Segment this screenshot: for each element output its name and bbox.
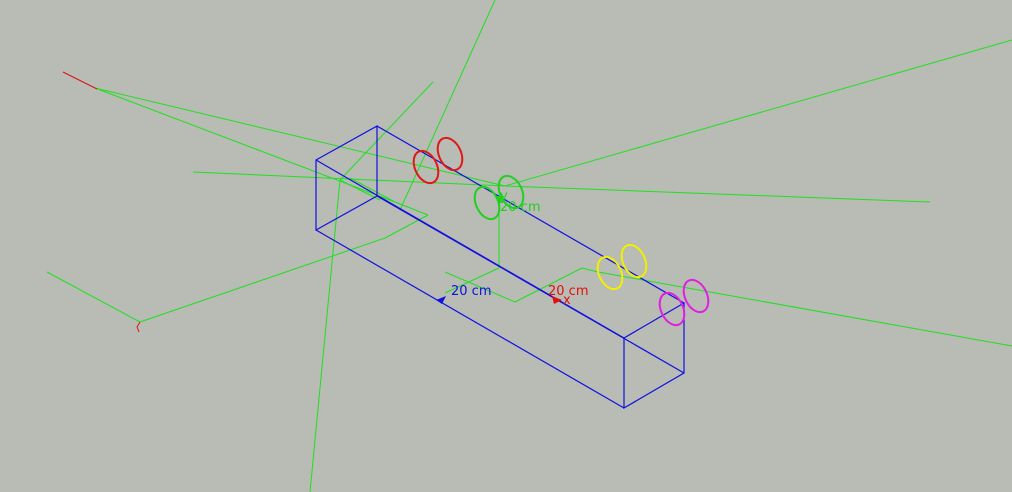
red-track bbox=[62, 71, 141, 333]
track-line bbox=[444, 267, 500, 294]
track-line bbox=[394, 201, 429, 216]
box-edge bbox=[376, 195, 685, 374]
ring-magenta-2 bbox=[682, 278, 710, 314]
track-line bbox=[384, 214, 429, 239]
scale-y-label: 20 cm bbox=[500, 200, 541, 215]
box-back-face bbox=[623, 301, 685, 410]
track-line bbox=[504, 185, 931, 203]
axis-y-arrow-icon bbox=[496, 196, 504, 204]
ring-green-1 bbox=[473, 185, 501, 221]
particle-tracks bbox=[46, 0, 1012, 492]
ring-red-1 bbox=[412, 149, 440, 185]
detector-box bbox=[315, 124, 685, 410]
ring-magenta-1 bbox=[658, 291, 686, 327]
track-hook bbox=[136, 321, 141, 333]
track-line bbox=[139, 237, 386, 323]
track-line bbox=[339, 179, 381, 201]
track-line bbox=[514, 267, 583, 303]
track-line bbox=[597, 271, 1012, 347]
axis-y-label: y bbox=[500, 189, 508, 204]
track-line bbox=[94, 87, 506, 187]
scale-z-label: 20 cm bbox=[451, 284, 492, 299]
track-line bbox=[581, 267, 599, 273]
detector-rings bbox=[412, 136, 710, 327]
box-edge bbox=[315, 229, 625, 409]
track-line bbox=[62, 71, 98, 90]
track-line bbox=[504, 39, 1012, 187]
track-line bbox=[399, 0, 496, 211]
track-line bbox=[309, 179, 341, 492]
axis-z-arrow-icon bbox=[436, 296, 446, 304]
ring-yellow-1 bbox=[596, 255, 624, 291]
axis-x-arrow-icon bbox=[552, 296, 562, 304]
track-line bbox=[349, 177, 396, 203]
scale-x-label: 20 cm bbox=[548, 284, 589, 299]
track-line bbox=[444, 271, 516, 303]
axes-indicator bbox=[436, 196, 562, 304]
axis-x-label: x bbox=[563, 293, 571, 308]
ring-yellow-2 bbox=[620, 243, 648, 279]
ring-red-2 bbox=[436, 136, 464, 172]
box-edge bbox=[376, 125, 685, 304]
track-line bbox=[46, 271, 141, 323]
